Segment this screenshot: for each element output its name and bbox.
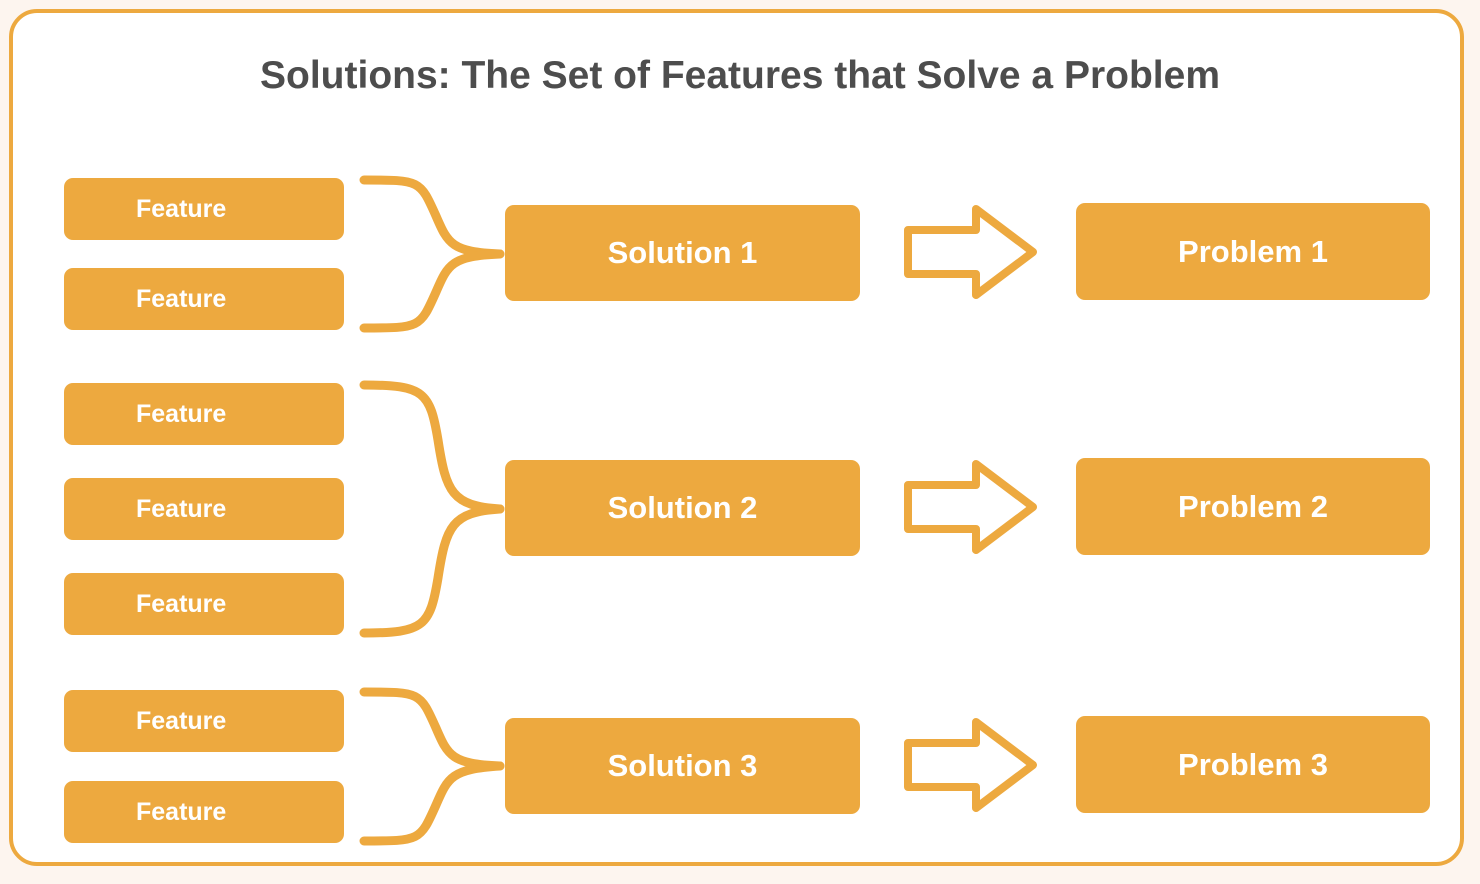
- feature-box[interactable]: Feature: [64, 178, 344, 240]
- solution-box[interactable]: Solution 1: [505, 205, 860, 301]
- problem-box[interactable]: Problem 1: [1076, 203, 1430, 300]
- solution-box[interactable]: Solution 2: [505, 460, 860, 556]
- page-title: Solutions: The Set of Features that Solv…: [260, 54, 1220, 97]
- feature-box[interactable]: Feature: [64, 690, 344, 752]
- problem-box[interactable]: Problem 3: [1076, 716, 1430, 813]
- problem-box[interactable]: Problem 2: [1076, 458, 1430, 555]
- solution-box[interactable]: Solution 3: [505, 718, 860, 814]
- feature-box[interactable]: Feature: [64, 383, 344, 445]
- feature-box[interactable]: Feature: [64, 268, 344, 330]
- feature-box[interactable]: Feature: [64, 781, 344, 843]
- feature-box[interactable]: Feature: [64, 478, 344, 540]
- feature-box[interactable]: Feature: [64, 573, 344, 635]
